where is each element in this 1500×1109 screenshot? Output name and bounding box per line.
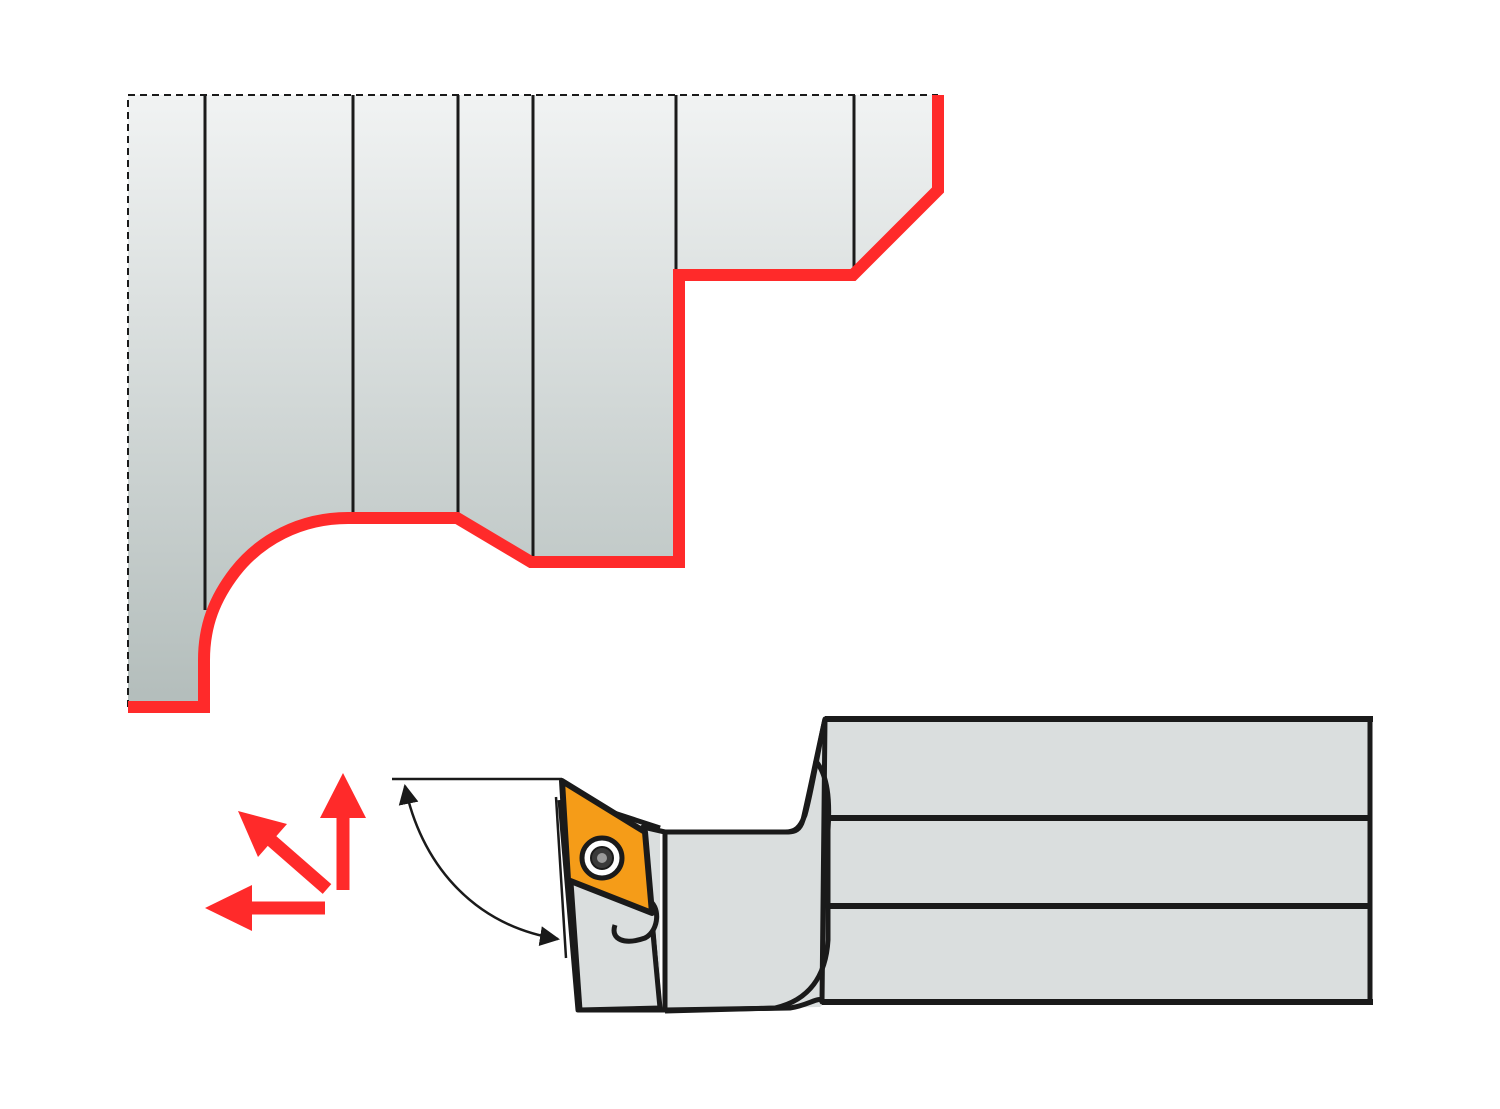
workpiece — [127, 94, 944, 713]
feed-arrow-left-icon — [205, 885, 325, 931]
tool-head-fill — [665, 719, 828, 1010]
cutting-insert — [559, 778, 655, 916]
feed-arrow-up-icon — [320, 773, 366, 890]
pass-lines — [203, 95, 856, 610]
tool-head-neck-curve — [664, 758, 832, 1014]
tool-holder — [557, 716, 1373, 1014]
angle-arc — [398, 784, 560, 947]
insert-screw-icon — [579, 835, 625, 881]
feed-arrows — [205, 773, 366, 931]
stock-boundary-dashed — [127, 94, 938, 707]
feed-arrow-diagonal-icon — [238, 811, 332, 894]
tool-head-outline — [662, 718, 828, 1010]
finished-profile — [128, 95, 944, 713]
approach-angle-indicator — [392, 777, 568, 959]
tool-shank — [819, 716, 1373, 1005]
